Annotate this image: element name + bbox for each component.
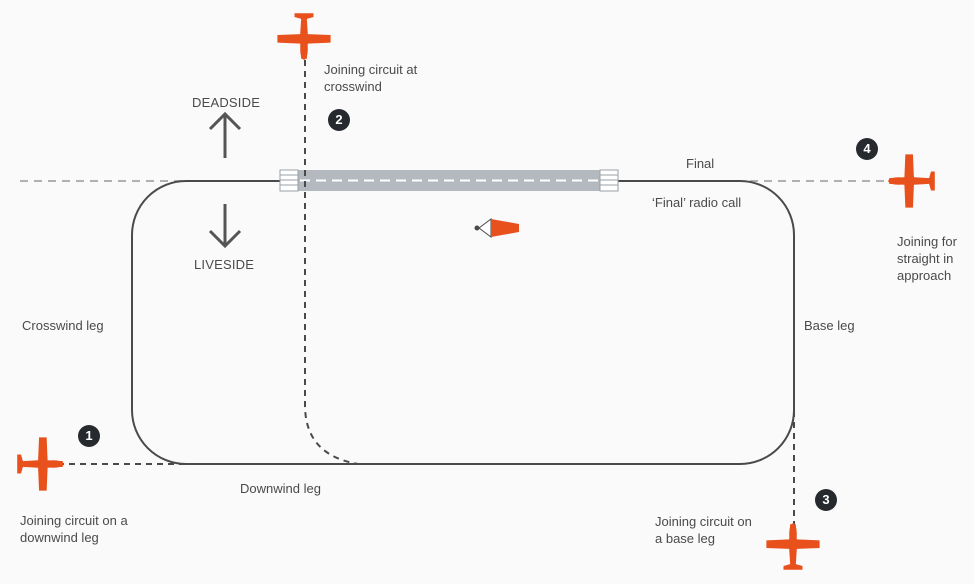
- final-radio-call-label: ‘Final’ radio call: [652, 195, 742, 210]
- deadside-label: DEADSIDE: [192, 95, 261, 110]
- plane-icon-3: [766, 523, 820, 570]
- join-label-4: Joining for straight in approach: [897, 234, 957, 283]
- plane-icon-2: [277, 13, 331, 60]
- windsock-icon: [474, 218, 519, 238]
- downwind-leg-label: Downwind leg: [240, 481, 321, 496]
- plane-icon-1: [17, 437, 64, 491]
- join-badge-4: 4: [856, 138, 878, 160]
- join-path-2: [304, 60, 359, 465]
- plane-icon-4: [888, 154, 935, 208]
- join-label-3: Joining circuit on a base leg: [655, 514, 752, 546]
- join-badge-3: 3: [815, 489, 837, 511]
- join-badge-1: 1: [78, 425, 100, 447]
- arrow-up-icon: [208, 111, 242, 158]
- join-label-2: Joining circuit at crosswind: [324, 62, 418, 94]
- join-badge-2: 2: [328, 109, 350, 131]
- final-label: Final: [686, 156, 715, 171]
- arrow-down-icon: [208, 204, 242, 249]
- base-leg-label: Base leg: [804, 318, 855, 333]
- liveside-label: LIVESIDE: [194, 257, 255, 272]
- join-label-1: Joining circuit on a downwind leg: [20, 513, 128, 545]
- runway: [279, 169, 619, 192]
- circuit-pattern: [131, 180, 795, 465]
- crosswind-leg-label: Crosswind leg: [22, 318, 104, 333]
